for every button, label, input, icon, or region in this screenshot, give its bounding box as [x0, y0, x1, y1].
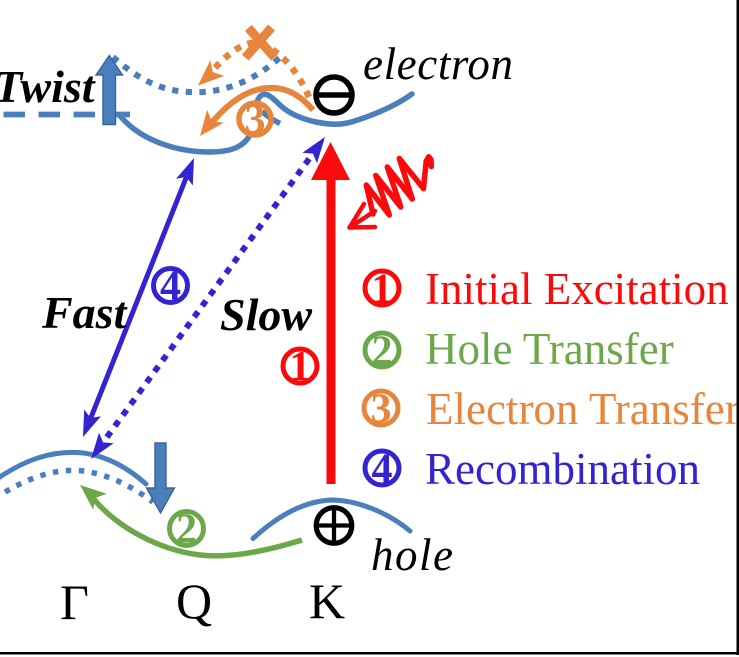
svg-text:3: 3	[245, 97, 266, 143]
svg-text:2: 2	[372, 329, 393, 375]
svg-text:Twist: Twist	[0, 61, 96, 112]
svg-text:K: K	[309, 573, 345, 629]
svg-text:Initial Excitation: Initial Excitation	[425, 264, 729, 314]
svg-text:Fast: Fast	[41, 287, 128, 338]
svg-text:Electron Transfer: Electron Transfer	[426, 384, 739, 434]
svg-text:electron: electron	[363, 39, 514, 89]
svg-text:3: 3	[371, 387, 392, 433]
svg-text:2: 2	[176, 507, 197, 553]
svg-text:Γ: Γ	[60, 574, 89, 630]
svg-text:4: 4	[372, 447, 393, 493]
svg-text:4: 4	[160, 264, 181, 310]
svg-text:Hole Transfer: Hole Transfer	[425, 324, 674, 374]
svg-text:Q: Q	[176, 573, 212, 629]
svg-text:1: 1	[290, 344, 311, 390]
svg-text:1: 1	[372, 267, 393, 313]
svg-text:Slow: Slow	[220, 289, 312, 340]
svg-text:hole: hole	[371, 530, 454, 580]
svg-text:Recombination: Recombination	[425, 444, 700, 494]
